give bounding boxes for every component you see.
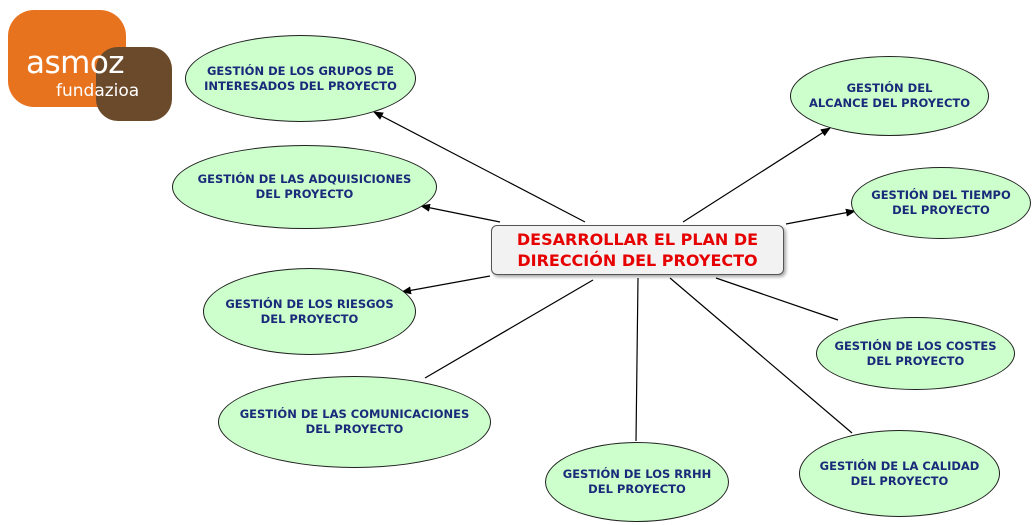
node-grupos-interesados: GESTIÓN DE LOS GRUPOS DE INTERESADOS DEL… xyxy=(185,35,416,122)
line-to-calidad xyxy=(669,277,853,434)
node-adquisiciones: GESTIÓN DE LAS ADQUISICIONES DEL PROYECT… xyxy=(172,145,437,229)
logo-wordmark: asmoz xyxy=(26,45,125,81)
line-to-rrhh xyxy=(635,277,639,442)
node-tiempo: GESTIÓN DEL TIEMPO DEL PROYECTO xyxy=(851,167,1031,239)
arrow-to-adquisiciones xyxy=(420,203,501,223)
node-rrhh: GESTIÓN DE LOS RRHH DEL PROYECTO xyxy=(545,442,729,522)
arrow-to-alcance xyxy=(682,127,831,223)
node-comunicaciones: GESTIÓN DE LAS COMUNICACIONES DEL PROYEC… xyxy=(218,376,491,468)
logo-brown-shape xyxy=(96,47,172,121)
arrow-to-tiempo xyxy=(785,208,856,225)
node-costes: GESTIÓN DE LOS COSTES DEL PROYECTO xyxy=(816,317,1015,390)
arrow-to-grupos-interesados xyxy=(373,111,586,223)
line-to-costes xyxy=(715,277,839,321)
node-calidad: GESTIÓN DE LA CALIDAD DEL PROYECTO xyxy=(799,430,1000,517)
line-to-comunicaciones xyxy=(424,279,594,379)
logo-subtitle: fundazioa xyxy=(56,81,140,101)
asmoz-logo: asmoz fundazioa xyxy=(8,10,173,122)
node-riesgos: GESTIÓN DE LOS RIESGOS DEL PROYECTO xyxy=(203,268,416,355)
node-alcance: GESTIÓN DEL ALCANCE DEL PROYECTO xyxy=(790,56,989,136)
central-node: DESARROLLAR EL PLAN DE DIRECCIÓN DEL PRO… xyxy=(491,225,784,275)
arrow-to-riesgos xyxy=(401,275,491,295)
